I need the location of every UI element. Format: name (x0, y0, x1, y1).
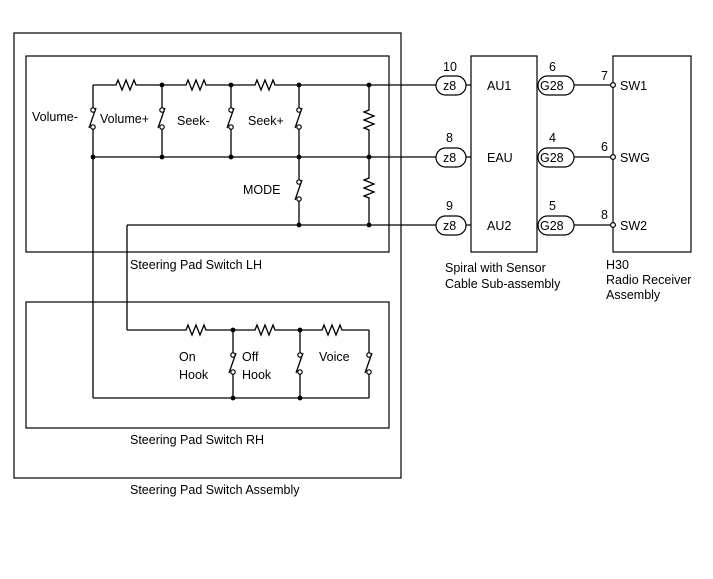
label-lh-box: Steering Pad Switch LH (130, 258, 262, 272)
radio-pin-num-swg: 6 (601, 140, 608, 154)
pin-num-z8-eau: 8 (446, 131, 453, 145)
label-mode: MODE (243, 183, 281, 197)
radio-pin-swg: SWG (620, 151, 650, 165)
label-volume-minus: Volume- (32, 110, 78, 124)
pin-num-g28-eau: 4 (549, 131, 556, 145)
radio-pin-num-sw1: 7 (601, 69, 608, 83)
label-on-hook-2: Hook (179, 368, 209, 382)
radio-label-2: Assembly (606, 288, 661, 302)
label-rh-box: Steering Pad Switch RH (130, 433, 264, 447)
connector-g28-au1 (537, 75, 575, 96)
radio-code: H30 (606, 258, 629, 272)
label-off-hook-1: Off (242, 350, 259, 364)
conn-label-z8-eau: z8 (443, 151, 456, 165)
rh-circuit (93, 323, 373, 401)
spiral-cable-box (470, 55, 538, 253)
spiral-pin-au2: AU2 (487, 219, 511, 233)
label-voice: Voice (319, 350, 350, 364)
pin-num-g28-au2: 5 (549, 199, 556, 213)
pin-num-z8-au1: 10 (443, 60, 457, 74)
connector-g28-eau (537, 147, 575, 168)
label-seek-plus: Seek+ (248, 114, 284, 128)
conn-label-g28-au2: G28 (540, 219, 564, 233)
spiral-pin-eau: EAU (487, 151, 513, 165)
steering-pad-switch-assembly-box (13, 32, 402, 479)
conn-label-z8-au1: z8 (443, 79, 456, 93)
radio-pin-sw1: SW1 (620, 79, 647, 93)
radio-pin-sw2: SW2 (620, 219, 647, 233)
steering-pad-switch-rh-box (25, 301, 390, 429)
conn-label-g28-eau: G28 (540, 151, 564, 165)
radio-pin-num-sw2: 8 (601, 208, 608, 222)
label-off-hook-2: Hook (242, 368, 272, 382)
conn-label-z8-au2: z8 (443, 219, 456, 233)
steering-pad-switch-lh-box (25, 55, 390, 253)
spiral-label-1: Spiral with Sensor (445, 261, 546, 275)
connector-g28-au2 (537, 215, 575, 236)
connector-z8-au1 (435, 75, 467, 96)
conn-label-g28-au1: G28 (540, 79, 564, 93)
pin-num-g28-au1: 6 (549, 60, 556, 74)
radio-label-1: Radio Receiver (606, 273, 691, 287)
connector-z8-au2 (435, 215, 467, 236)
label-on-hook-1: On (179, 350, 196, 364)
label-volume-plus: Volume+ (100, 112, 149, 126)
pin-num-z8-au2: 9 (446, 199, 453, 213)
lh-circuit (88, 78, 436, 228)
spiral-label-2: Cable Sub-assembly (445, 277, 561, 291)
label-seek-minus: Seek- (177, 114, 210, 128)
spiral-pin-au1: AU1 (487, 79, 511, 93)
label-assembly: Steering Pad Switch Assembly (130, 483, 300, 497)
connector-z8-eau (435, 147, 467, 168)
